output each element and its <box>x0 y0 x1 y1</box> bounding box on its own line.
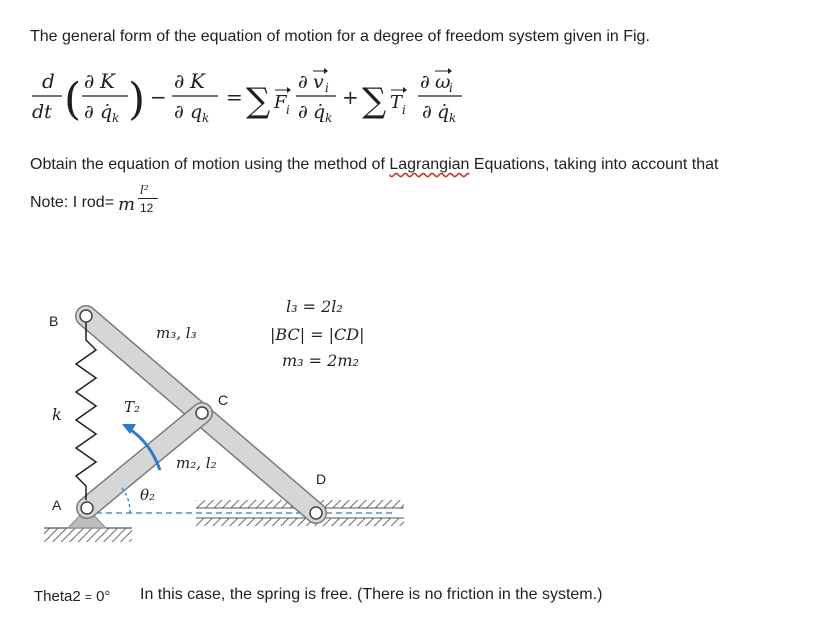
eq-sub-i-3: i <box>402 103 406 117</box>
relation-1: l₃ = 2l₂ <box>286 297 343 316</box>
theta-arc <box>119 485 131 514</box>
pin-b <box>79 309 93 323</box>
eq-sub-i-1: i <box>286 103 290 117</box>
instruction-text: Obtain the equation of motion using the … <box>30 156 719 174</box>
label-link3: m₃, l₃ <box>156 324 197 342</box>
eq-partial-8: ∂ <box>422 101 432 123</box>
svg-text:(: ( <box>64 74 81 125</box>
eq-v: v <box>313 71 324 93</box>
eq-K-2: K <box>189 69 206 93</box>
eq-partial-4: ∂ <box>174 101 184 123</box>
eq-sub-i-2: i <box>325 81 329 95</box>
note-m: m <box>118 194 136 215</box>
eq-sub-i-4: i <box>449 81 453 95</box>
footer-theta-value: 0° <box>96 588 111 605</box>
eq-qdot-3: q̇ <box>437 101 449 123</box>
label-c: C <box>218 392 228 408</box>
eq-q-1: q <box>190 101 202 123</box>
intro-text: The general form of the equation of moti… <box>30 28 650 45</box>
svg-text:): ) <box>128 74 145 125</box>
label-d: D <box>316 471 326 487</box>
eq-minus: − <box>150 85 167 109</box>
note-label: Note: I rod= <box>30 194 115 211</box>
eq-omega: ω <box>435 71 451 93</box>
eq-partial-3: ∂ <box>174 69 184 93</box>
instruction-link: Lagrangian <box>389 156 470 173</box>
pin-c <box>195 406 209 420</box>
eq-dt: dt <box>32 101 52 123</box>
eq-sigma-2: ∑ <box>362 81 386 121</box>
eq-partial-7: ∂ <box>420 71 430 93</box>
spring <box>74 322 98 500</box>
note-denominator: 12 <box>140 201 154 215</box>
footer-statement: In this case, the spring is free. (There… <box>140 586 603 603</box>
ground-hatch-a <box>44 528 132 542</box>
eq-d: d <box>42 69 55 93</box>
note-numerator: l² <box>140 183 149 197</box>
eq-partial-1: ∂ <box>84 69 94 93</box>
relation-3: m₃ = 2m₂ <box>282 351 359 370</box>
eq-sub-k-2: k <box>202 111 209 125</box>
instruction-prefix: Obtain the equation of motion using the … <box>30 156 390 173</box>
eq-K-1: K <box>99 69 116 93</box>
eq-partial-6: ∂ <box>298 101 308 123</box>
equation-svg: d dt ( ∂ K ∂ q̇ k ) − ∂ K ∂ q k = ∑ <box>32 68 462 125</box>
rail-hatch-bottom <box>196 518 404 526</box>
eq-qdot-1: q̇ <box>100 101 112 123</box>
label-b: B <box>49 313 58 329</box>
eq-partial-5: ∂ <box>298 71 308 93</box>
footer-theta: Theta2 = 0° <box>34 588 110 605</box>
eq-partial-2: ∂ <box>84 101 94 123</box>
eq-sub-k-1: k <box>112 111 119 125</box>
eq-T: T <box>390 92 404 113</box>
label-a: A <box>52 497 62 513</box>
link-2 <box>77 403 212 518</box>
eq-sub-k-3: k <box>325 111 332 125</box>
eq-sigma-1: ∑ <box>246 81 270 121</box>
eq-plus: + <box>342 85 359 109</box>
label-link2: m₂, l₂ <box>176 454 217 472</box>
instruction-suffix: Equations, taking into account that <box>469 156 719 173</box>
note-fraction-bar <box>138 198 158 199</box>
relation-2: |BC| = |CD| <box>270 325 365 344</box>
pin-a <box>80 501 94 515</box>
eq-equals: = <box>226 85 243 109</box>
eq-qdot-2: q̇ <box>313 101 325 123</box>
label-theta2: θ₂ <box>140 486 155 504</box>
eq-F: F <box>273 92 288 113</box>
label-spring-k: k <box>52 405 62 424</box>
eq-sub-k-4: k <box>449 111 456 125</box>
footer-theta-label: Theta2 <box>34 588 81 605</box>
footer-theta-eq: = <box>84 590 92 604</box>
label-torque: T₂ <box>124 398 140 416</box>
pin-d <box>309 506 323 520</box>
